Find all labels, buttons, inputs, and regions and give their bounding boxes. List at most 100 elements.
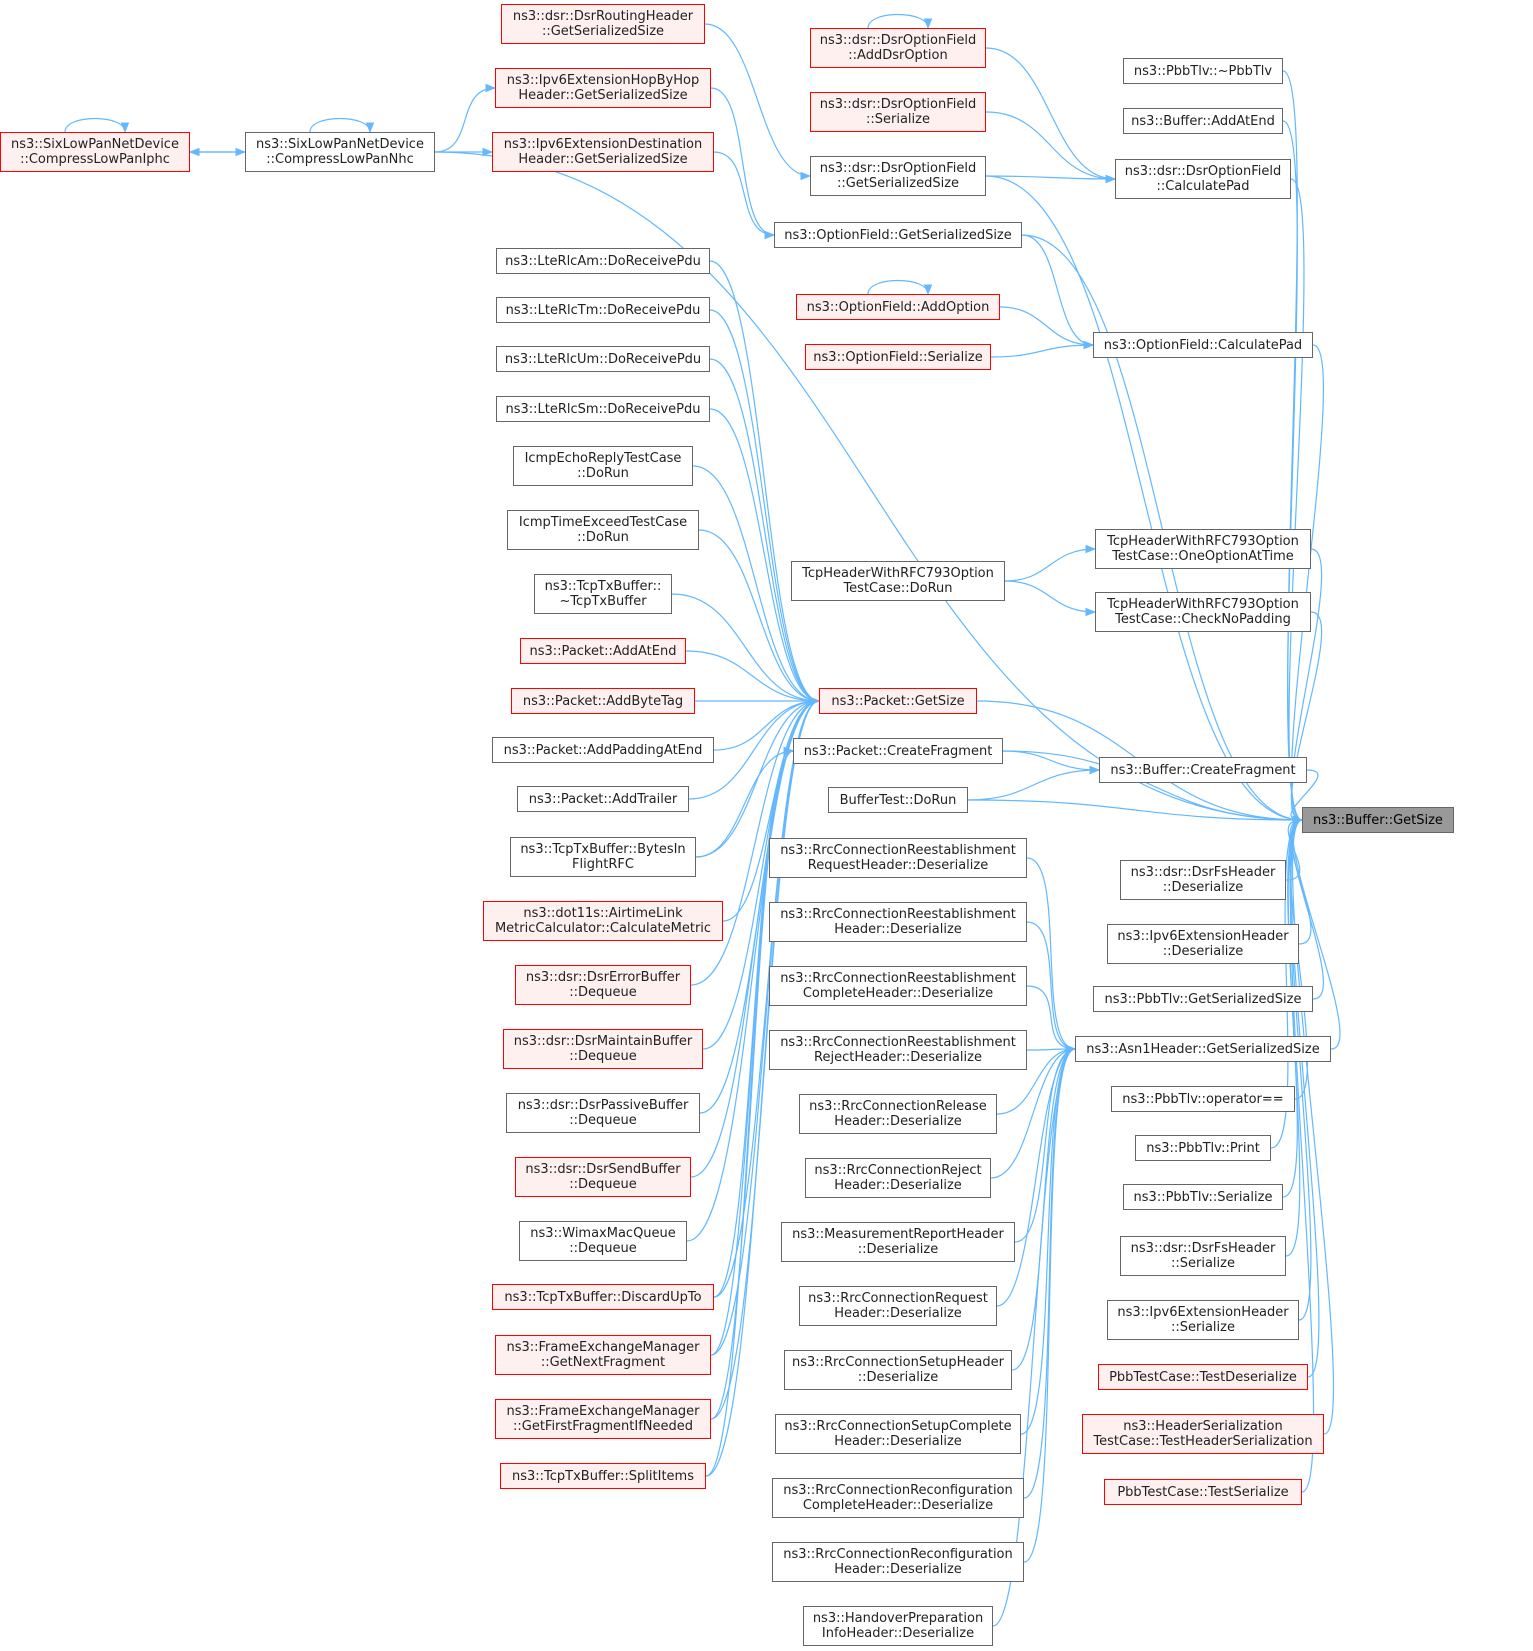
node-label: ns3::Ipv6ExtensionHeader [1117, 929, 1289, 944]
node-label: InfoHeader::Deserialize [821, 1626, 975, 1641]
node-ns3-dsr-dsrfsheader-serialize[interactable]: ns3::dsr::DsrFsHeader::Serialize [1120, 1236, 1286, 1276]
node-ns3-buffer-addatend[interactable]: ns3::Buffer::AddAtEnd [1123, 108, 1283, 134]
node-label: TestCase::OneOptionAtTime [1112, 549, 1294, 564]
edge-l7-to-m8 [709, 408, 821, 706]
node-label: ::Deserialize [1162, 944, 1244, 959]
node-pbbtestcase-testserialize[interactable]: PbbTestCase::TestSerialize [1104, 1479, 1302, 1505]
node-ns3-lterlcsm-doreceivepdu[interactable]: ns3::LteRlcSm::DoReceivePdu [496, 396, 710, 422]
node-ns3-pbbtlv-print[interactable]: ns3::PbbTlv::Print [1135, 1135, 1271, 1161]
node-ns3-dsr-dsrmaintainbuffer-dequeue[interactable]: ns3::dsr::DsrMaintainBuffer::Dequeue [503, 1029, 703, 1069]
node-label: ns3::Packet::AddTrailer [528, 791, 678, 807]
node-label: Header::Deserialize [834, 1306, 962, 1321]
node-icmpechoreplytestcase-dorun[interactable]: IcmpEchoReplyTestCase::DoRun [513, 446, 693, 486]
node-label: ns3::TcpTxBuffer:: [544, 579, 662, 594]
edge-s2-to-s2 [64, 117, 130, 134]
node-ns3-buffer-createfragment[interactable]: ns3::Buffer::CreateFragment [1099, 757, 1307, 783]
edge-m14-to-r11 [1026, 1044, 1077, 1054]
node-ns3-tcptxbuffer-splititems[interactable]: ns3::TcpTxBuffer::SplitItems [500, 1463, 706, 1489]
edge-l5-to-m8 [709, 309, 821, 706]
node-ns3-packet-addpaddingatend[interactable]: ns3::Packet::AddPaddingAtEnd [492, 737, 714, 763]
node-ns3-dsr-dsroptionfield-adddsroption[interactable]: ns3::dsr::DsrOptionField::AddDsrOption [810, 28, 986, 68]
node-ns3-tcptxbuffer-tcptxbuffer[interactable]: ns3::TcpTxBuffer::~TcpTxBuffer [534, 574, 672, 614]
node-ns3-sixlowpannetdevice-compresslowpaniphc[interactable]: ns3::SixLowPanNetDevice::CompressLowPanI… [0, 132, 190, 172]
node-ns3-dsr-dsrroutingheader-getserializedsize[interactable]: ns3::dsr::DsrRoutingHeader::GetSerialize… [501, 4, 705, 44]
node-ns3-lterlctm-doreceivepdu[interactable]: ns3::LteRlcTm::DoReceivePdu [496, 297, 710, 323]
node-buffertest-dorun[interactable]: BufferTest::DoRun [828, 787, 968, 813]
node-pbbtestcase-testdeserialize[interactable]: PbbTestCase::TestDeserialize [1098, 1364, 1308, 1390]
node-ns3-asn1header-getserializedsize[interactable]: ns3::Asn1Header::GetSerializedSize [1075, 1036, 1331, 1062]
node-label: ::Dequeue [569, 1177, 637, 1192]
node-ns3-rrcconnectionsetupheader-deserialize[interactable]: ns3::RrcConnectionSetupHeader::Deseriali… [784, 1350, 1012, 1390]
node-ns3-optionfield-serialize[interactable]: ns3::OptionField::Serialize [805, 344, 991, 370]
node-ns3-optionfield-getserializedsize[interactable]: ns3::OptionField::GetSerializedSize [774, 222, 1022, 248]
node-label: ns3::RrcConnectionReconfiguration [783, 1483, 1013, 1498]
node-ns3-dsr-dsroptionfield-getserializedsize[interactable]: ns3::dsr::DsrOptionField::GetSerializedS… [810, 156, 986, 196]
node-ns3-pbbtlv-pbbtlv[interactable]: ns3::PbbTlv::~PbbTlv [1123, 58, 1283, 84]
node-label: TestCase::TestHeaderSerialization [1093, 1434, 1313, 1449]
node-ns3-dsr-dsrfsheader-deserialize[interactable]: ns3::dsr::DsrFsHeader::Deserialize [1120, 860, 1286, 900]
edge-m15-to-r11 [996, 1044, 1077, 1115]
node-ns3-sixlowpannetdevice-compresslowpannhc[interactable]: ns3::SixLowPanNetDevice::CompressLowPanN… [245, 132, 435, 172]
node-ns3-dsr-dsrerrorbuffer-dequeue[interactable]: ns3::dsr::DsrErrorBuffer::Dequeue [515, 965, 691, 1005]
node-ns3-lterlcum-doreceivepdu[interactable]: ns3::LteRlcUm::DoReceivePdu [496, 346, 710, 372]
node-ns3-packet-addtrailer[interactable]: ns3::Packet::AddTrailer [517, 786, 689, 812]
node-ns3-ipv6extensionheader-deserialize[interactable]: ns3::Ipv6ExtensionHeader::Deserialize [1107, 924, 1299, 964]
node-ns3-ipv6extensionheader-serialize[interactable]: ns3::Ipv6ExtensionHeader::Serialize [1107, 1300, 1299, 1340]
edge-m6-to-r4 [990, 340, 1095, 358]
node-ns3-packet-getsize[interactable]: ns3::Packet::GetSize [819, 688, 977, 714]
node-ns3-wimaxmacqueue-dequeue[interactable]: ns3::WimaxMacQueue::Dequeue [519, 1221, 687, 1261]
node-ns3-dsr-dsroptionfield-serialize[interactable]: ns3::dsr::DsrOptionField::Serialize [810, 92, 986, 132]
edge-l4-to-m8 [709, 260, 821, 706]
node-ns3-pbbtlv-getserializedsize[interactable]: ns3::PbbTlv::GetSerializedSize [1093, 986, 1313, 1012]
node-ns3-packet-addbytetag[interactable]: ns3::Packet::AddByteTag [511, 688, 695, 714]
node-label: ns3::LteRlcTm::DoReceivePdu [505, 302, 701, 318]
edge-r5-to-target [1290, 548, 1323, 825]
node-ns3-optionfield-calculatepad[interactable]: ns3::OptionField::CalculatePad [1093, 332, 1313, 358]
node-label: ::Dequeue [569, 985, 637, 1000]
node-ns3-optionfield-addoption[interactable]: ns3::OptionField::AddOption [796, 294, 1000, 320]
node-label: ns3::PbbTlv::operator== [1122, 1091, 1284, 1107]
node-ns3-frameexchangemanager-getnextfragment[interactable]: ns3::FrameExchangeManager::GetNextFragme… [495, 1335, 711, 1375]
node-ns3-measurementreportheader-deserialize[interactable]: ns3::MeasurementReportHeader::Deserializ… [781, 1222, 1015, 1262]
edge-m11-to-r11 [1026, 857, 1077, 1054]
node-ns3-pbbtlv-operator[interactable]: ns3::PbbTlv::operator== [1111, 1086, 1295, 1112]
edge-l25-to-m9 [705, 746, 795, 1477]
node-label: ns3::Buffer::GetSize [1313, 812, 1443, 828]
node-label: IcmpEchoReplyTestCase [524, 451, 682, 466]
node-ns3-tcptxbuffer-discardupto[interactable]: ns3::TcpTxBuffer::DiscardUpTo [492, 1284, 714, 1310]
node-icmptimeexceedtestcase-dorun[interactable]: IcmpTimeExceedTestCase::DoRun [507, 510, 699, 550]
node-ns3-dsr-dsrsendbuffer-dequeue[interactable]: ns3::dsr::DsrSendBuffer::Dequeue [515, 1157, 691, 1197]
node-ns3-packet-createfragment[interactable]: ns3::Packet::CreateFragment [793, 738, 1003, 764]
edge-l3-to-m4 [713, 151, 776, 240]
edge-r10-to-target [1291, 815, 1324, 1000]
edge-r3-to-target [1288, 178, 1305, 825]
node-ns3-pbbtlv-serialize[interactable]: ns3::PbbTlv::Serialize [1123, 1184, 1283, 1210]
node-ns3-frameexchangemanager-getfirstfragmentifneeded[interactable]: ns3::FrameExchangeManager::GetFirstFragm… [495, 1399, 711, 1439]
node-ns3-lterlcam-doreceivepdu[interactable]: ns3::LteRlcAm::DoReceivePdu [496, 248, 710, 274]
node-label: ::CompressLowPanIphc [20, 152, 170, 167]
node-label: ns3::LteRlcSm::DoReceivePdu [505, 401, 701, 417]
node-label: ::Deserialize [857, 1242, 939, 1257]
node-ns3-packet-addatend[interactable]: ns3::Packet::AddAtEnd [520, 638, 686, 664]
node-ns3-dsr-dsroptionfield-calculatepad[interactable]: ns3::dsr::DsrOptionField::CalculatePad [1115, 159, 1291, 199]
node-ns3-dsr-dsrpassivebuffer-dequeue[interactable]: ns3::dsr::DsrPassiveBuffer::Dequeue [506, 1093, 700, 1133]
